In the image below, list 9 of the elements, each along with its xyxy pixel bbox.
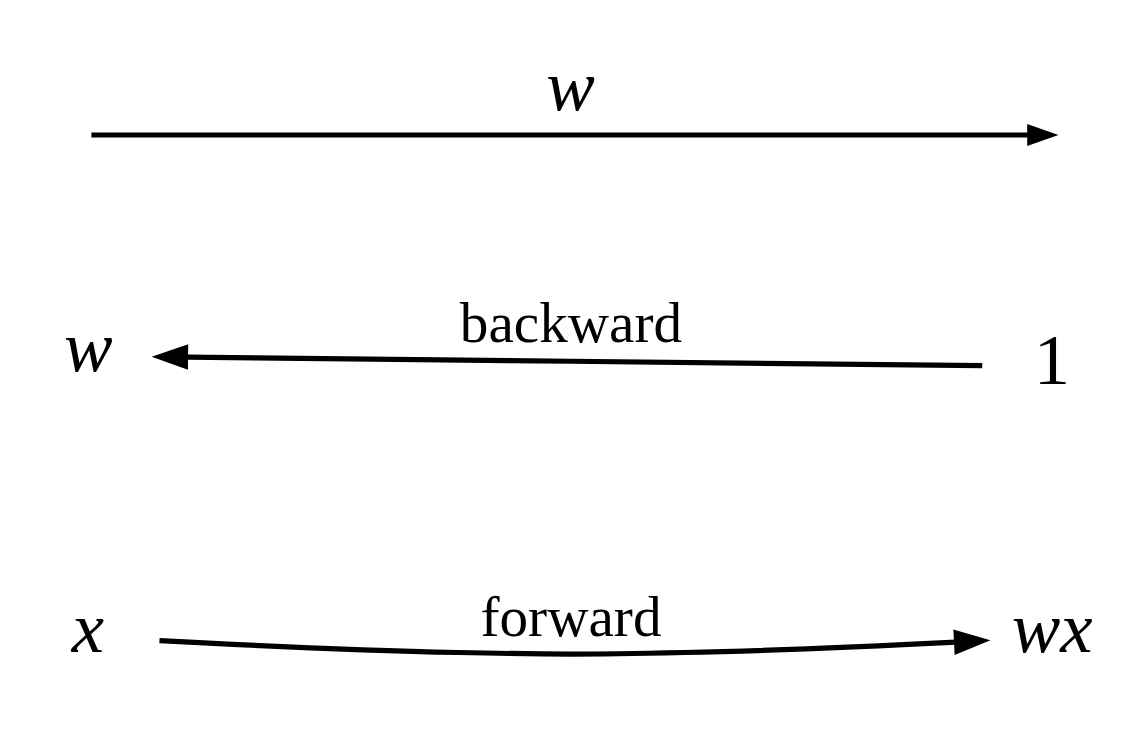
node-text: wx [1011, 586, 1093, 668]
edge-label: backward [459, 290, 683, 354]
arrow [159, 628, 991, 657]
arrow [151, 343, 983, 370]
node-text: x [71, 586, 105, 668]
node-text: w [63, 305, 113, 387]
node-text: 1 [1033, 318, 1071, 400]
edge-label: forward [480, 584, 662, 648]
label: w [546, 44, 595, 126]
